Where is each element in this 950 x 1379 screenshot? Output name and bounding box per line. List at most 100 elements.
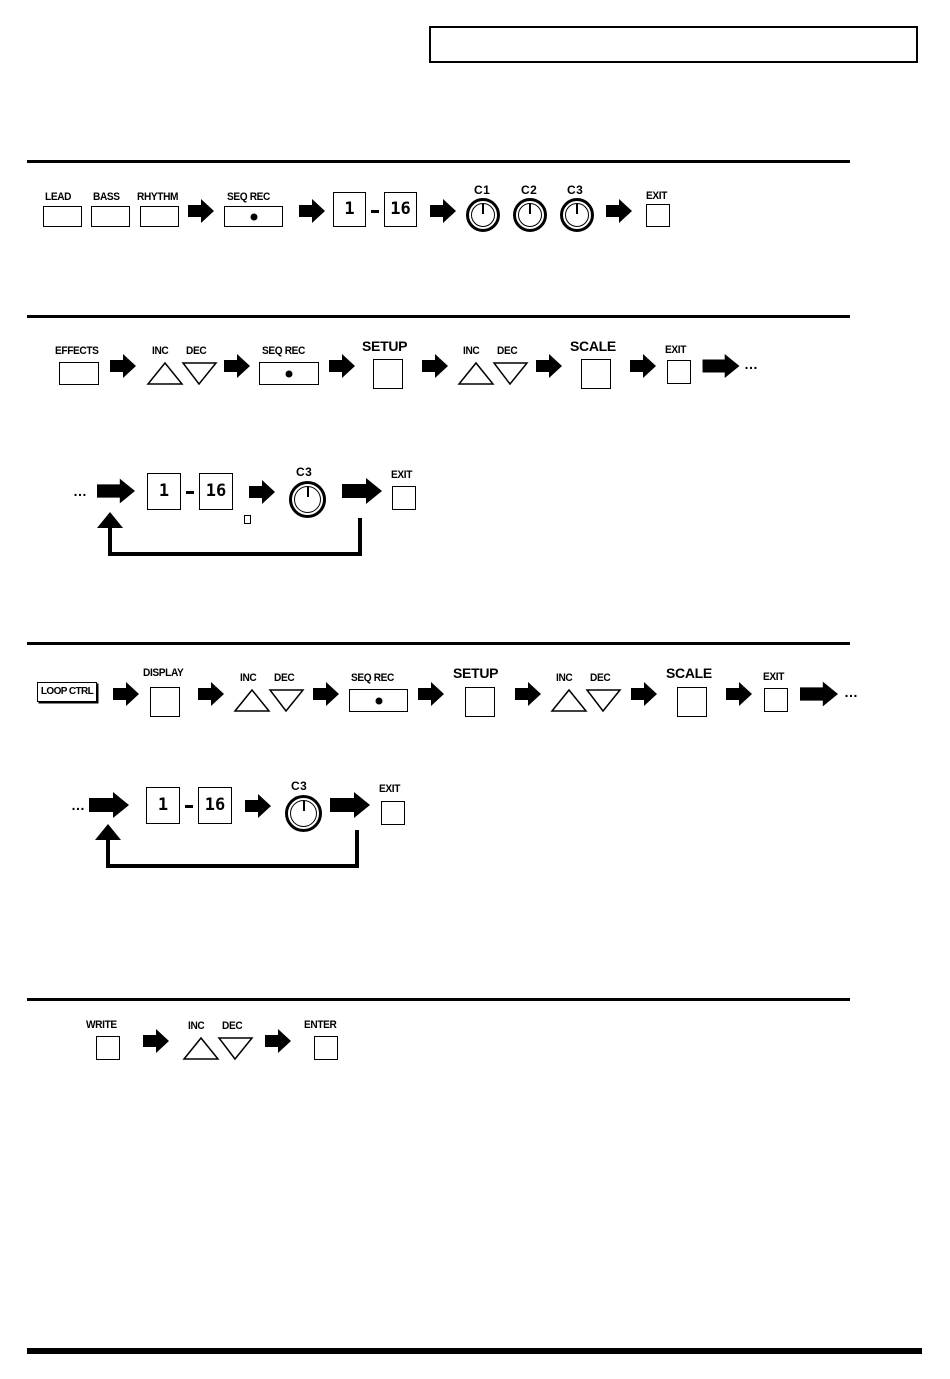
write-button[interactable] xyxy=(96,1036,120,1060)
seq-rec-button[interactable] xyxy=(224,206,283,227)
seq-rec-button[interactable] xyxy=(349,689,408,712)
range-dash xyxy=(371,210,379,213)
pad-16-button[interactable]: 16 xyxy=(199,473,233,510)
inc-dec-buttons[interactable] xyxy=(233,688,305,713)
dec-label: DEC xyxy=(186,346,206,357)
loop-ctrl-button[interactable]: LOOP CTRL xyxy=(37,682,97,702)
exit-label: EXIT xyxy=(379,784,400,795)
rhythm-button[interactable] xyxy=(140,206,179,227)
rhythm-label: RHYTHM xyxy=(137,192,178,203)
page-bottom-rule xyxy=(27,1348,922,1354)
lead-label: LEAD xyxy=(45,192,71,203)
c3-label: C3 xyxy=(296,466,312,478)
continuation-dots: … xyxy=(71,798,86,812)
record-dot-icon xyxy=(375,697,382,704)
seq-rec-label: SEQ REC xyxy=(262,346,305,357)
arrow-icon xyxy=(606,199,632,223)
continuation-dots: … xyxy=(844,685,859,699)
bass-button[interactable] xyxy=(91,206,130,227)
pad-1-button[interactable]: 1 xyxy=(147,473,181,510)
section-divider-2 xyxy=(27,315,850,318)
lead-button[interactable] xyxy=(43,206,82,227)
effects-button[interactable] xyxy=(59,362,99,385)
arrow-icon xyxy=(224,354,250,378)
exit-button[interactable] xyxy=(646,204,670,227)
inc-dec-buttons[interactable] xyxy=(182,1036,254,1061)
arrow-icon xyxy=(631,682,657,706)
exit-button[interactable] xyxy=(667,360,691,384)
dec-label: DEC xyxy=(274,673,294,684)
setup-label: SETUP xyxy=(453,666,498,680)
enter-label: ENTER xyxy=(304,1020,336,1031)
exit-button[interactable] xyxy=(764,688,788,712)
c2-knob[interactable] xyxy=(513,198,547,232)
section-divider-3 xyxy=(27,642,850,645)
write-label: WRITE xyxy=(86,1020,117,1031)
pad-1-button[interactable]: 1 xyxy=(146,787,180,824)
continuation-dots: … xyxy=(73,484,88,498)
inc-triangle-icon[interactable] xyxy=(184,1038,218,1059)
inc-triangle-icon[interactable] xyxy=(235,690,269,711)
dec-triangle-icon[interactable] xyxy=(587,690,620,711)
arrow-icon xyxy=(143,1029,169,1053)
arrow-icon xyxy=(110,354,136,378)
pad-16-button[interactable]: 16 xyxy=(384,192,417,227)
continuation-dots: … xyxy=(744,357,759,371)
exit-button[interactable] xyxy=(392,486,416,510)
arrow-icon xyxy=(330,792,370,818)
effects-label: EFFECTS xyxy=(55,346,99,357)
arrow-icon xyxy=(630,354,656,378)
exit-label: EXIT xyxy=(763,672,784,683)
setup-button[interactable] xyxy=(373,359,403,389)
seq-rec-button[interactable] xyxy=(259,362,319,385)
pad-1-button[interactable]: 1 xyxy=(333,192,366,227)
dec-label: DEC xyxy=(222,1021,242,1032)
inc-triangle-icon[interactable] xyxy=(552,690,586,711)
c2-label: C2 xyxy=(521,184,537,196)
dec-triangle-icon[interactable] xyxy=(219,1038,252,1059)
arrow-icon xyxy=(329,354,355,378)
display-button[interactable] xyxy=(150,687,180,717)
c3-knob[interactable] xyxy=(560,198,594,232)
exit-label: EXIT xyxy=(646,191,667,202)
inc-triangle-icon[interactable] xyxy=(148,363,182,384)
range-dash xyxy=(186,491,194,494)
exit-label: EXIT xyxy=(391,470,412,481)
loop-back-arrow xyxy=(93,822,363,872)
arrow-icon xyxy=(536,354,562,378)
record-dot-icon xyxy=(250,213,257,220)
inc-label: INC xyxy=(240,673,256,684)
inc-triangle-icon[interactable] xyxy=(459,363,493,384)
loop-back-arrow xyxy=(95,510,365,560)
arrow-icon xyxy=(198,682,224,706)
inc-label: INC xyxy=(463,346,479,357)
exit-button[interactable] xyxy=(381,801,405,825)
scale-label: SCALE xyxy=(570,339,616,353)
scale-button[interactable] xyxy=(677,687,707,717)
enter-button[interactable] xyxy=(314,1036,338,1060)
setup-button[interactable] xyxy=(465,687,495,717)
display-label: DISPLAY xyxy=(143,668,183,679)
pad-16-button[interactable]: 16 xyxy=(198,787,232,824)
inc-dec-buttons[interactable] xyxy=(146,361,218,386)
scale-button[interactable] xyxy=(581,359,611,389)
dec-triangle-icon[interactable] xyxy=(270,690,303,711)
seq-rec-label: SEQ REC xyxy=(351,673,394,684)
inc-dec-buttons[interactable] xyxy=(550,688,622,713)
setup-label: SETUP xyxy=(362,339,407,353)
dec-triangle-icon[interactable] xyxy=(494,363,527,384)
inc-dec-buttons[interactable] xyxy=(457,361,529,386)
header-box xyxy=(429,26,918,63)
c1-knob[interactable] xyxy=(466,198,500,232)
arrow-icon xyxy=(97,478,135,504)
arrow-icon xyxy=(726,682,752,706)
arrow-icon xyxy=(313,682,339,706)
arrow-icon xyxy=(515,682,541,706)
c3-label: C3 xyxy=(567,184,583,196)
arrow-icon xyxy=(113,682,139,706)
dec-label: DEC xyxy=(590,673,610,684)
arrow-icon xyxy=(342,478,382,504)
dec-triangle-icon[interactable] xyxy=(183,363,216,384)
arrow-icon xyxy=(188,199,214,223)
dec-label: DEC xyxy=(497,346,517,357)
